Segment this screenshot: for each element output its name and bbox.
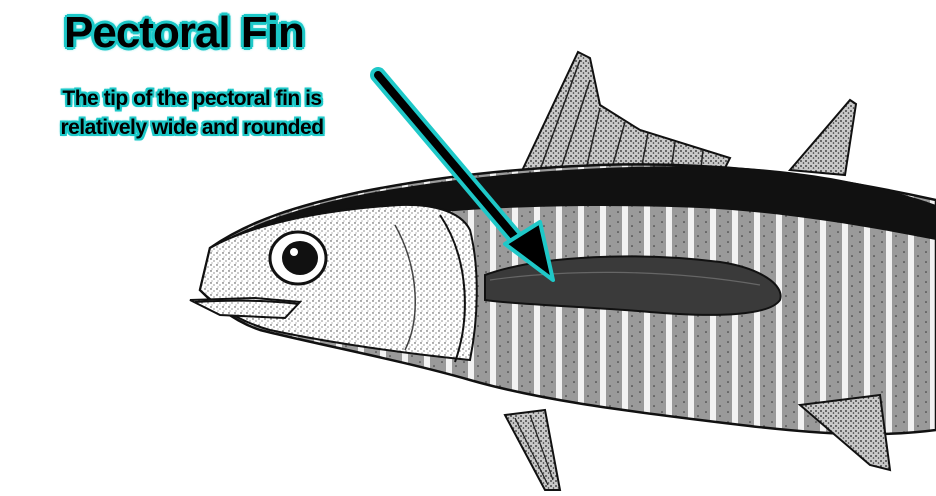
annotation-note-line-1: The tip of the pectoral fin is — [12, 84, 372, 113]
fish-eye — [270, 232, 326, 284]
annotation-note: The tip of the pectoral fin is relativel… — [12, 84, 372, 142]
dorsal-fin-front — [520, 52, 730, 178]
dorsal-fin-rear — [790, 100, 856, 175]
annotation-note-line-2: relatively wide and rounded — [12, 113, 372, 142]
annotation-title: Pectoral Fin — [64, 8, 304, 58]
